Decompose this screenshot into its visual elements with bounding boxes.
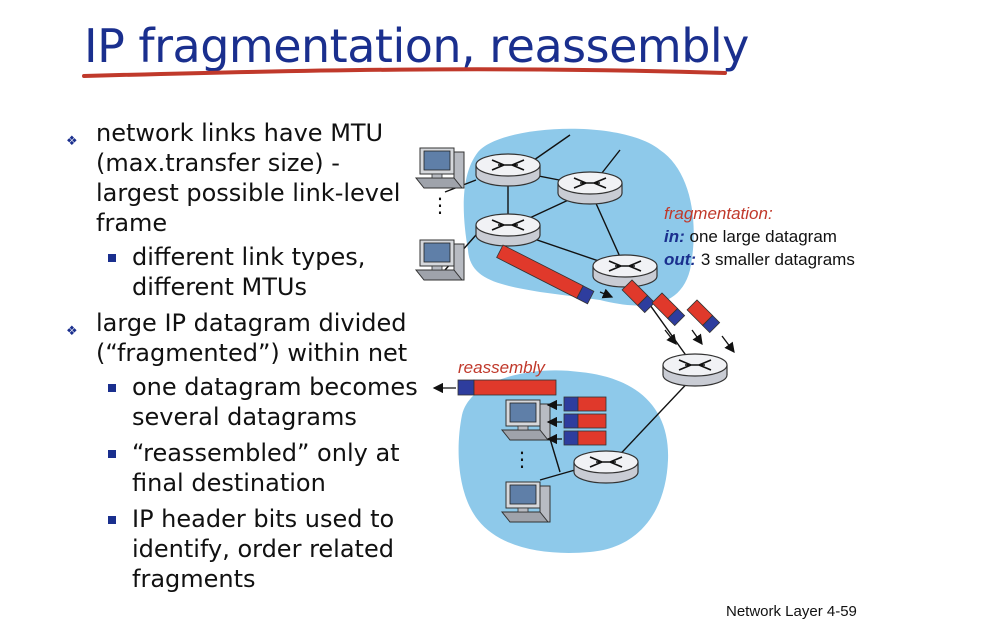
diamond-bullet-icon: ❖ bbox=[66, 324, 78, 339]
computer-icon bbox=[501, 481, 551, 523]
router-icon bbox=[557, 171, 623, 205]
diamond-bullet-icon: ❖ bbox=[66, 134, 78, 149]
slide-footer: Network Layer 4-59 bbox=[726, 603, 857, 620]
title-underline bbox=[82, 67, 727, 78]
in-text: one large datagram bbox=[689, 227, 837, 246]
square-bullet-icon bbox=[108, 450, 116, 458]
sub-bullet-2-3-text: IP header bits used to identify, order r… bbox=[132, 505, 395, 593]
bullet-2-text: large IP datagram divided (“fragmented”)… bbox=[96, 309, 408, 367]
sub-bullet-2-2-text: “reassembled” only at final destination bbox=[132, 439, 400, 497]
svg-text:⋮: ⋮ bbox=[430, 193, 450, 217]
fragmentation-label: fragmentation: bbox=[664, 204, 773, 223]
fragment-3 bbox=[686, 299, 721, 334]
large-datagram bbox=[496, 244, 595, 305]
arrived-fragments bbox=[563, 396, 607, 446]
sub-bullet-2-3: IP header bits used to identify, order r… bbox=[60, 504, 420, 594]
out-label: out: bbox=[664, 250, 697, 269]
computer-icon bbox=[415, 239, 465, 281]
sub-bullet-2-2: “reassembled” only at final destination bbox=[60, 438, 420, 498]
square-bullet-icon bbox=[108, 254, 116, 262]
in-line: in: one large datagram bbox=[664, 226, 837, 248]
bullet-1-text: network links have MTU (max.transfer siz… bbox=[96, 119, 401, 237]
square-bullet-icon bbox=[108, 384, 116, 392]
svg-text:⋮: ⋮ bbox=[512, 447, 532, 471]
router-icon bbox=[475, 213, 541, 247]
sub-bullet-2-1-text: one datagram becomes several datagrams bbox=[132, 373, 418, 431]
reassembled-datagram bbox=[457, 379, 557, 396]
sub-bullet-1-1-text: different link types, different MTUs bbox=[132, 243, 366, 301]
out-text: 3 smaller datagrams bbox=[700, 250, 855, 269]
bullet-1: ❖ network links have MTU (max.transfer s… bbox=[60, 118, 420, 238]
square-bullet-icon bbox=[108, 516, 116, 524]
router-icon bbox=[592, 254, 658, 288]
bullet-2: ❖ large IP datagram divided (“fragmented… bbox=[60, 308, 420, 368]
router-icon bbox=[573, 450, 639, 484]
sub-bullet-2-1: one datagram becomes several datagrams bbox=[60, 372, 420, 432]
router-icon bbox=[475, 153, 541, 187]
slide-title: IP fragmentation, reassembly bbox=[84, 19, 749, 73]
computer-icon bbox=[501, 399, 551, 441]
computer-icon bbox=[415, 147, 465, 189]
out-line: out: 3 smaller datagrams bbox=[664, 249, 855, 271]
reassembly-label: reassembly bbox=[458, 358, 545, 377]
bullet-list: ❖ network links have MTU (max.transfer s… bbox=[60, 118, 420, 594]
fragment-2 bbox=[651, 292, 686, 327]
router-icon bbox=[662, 353, 728, 387]
fragment-1 bbox=[621, 279, 656, 314]
sub-bullet-1-1: different link types, different MTUs bbox=[60, 242, 420, 302]
in-label: in: bbox=[664, 227, 685, 246]
